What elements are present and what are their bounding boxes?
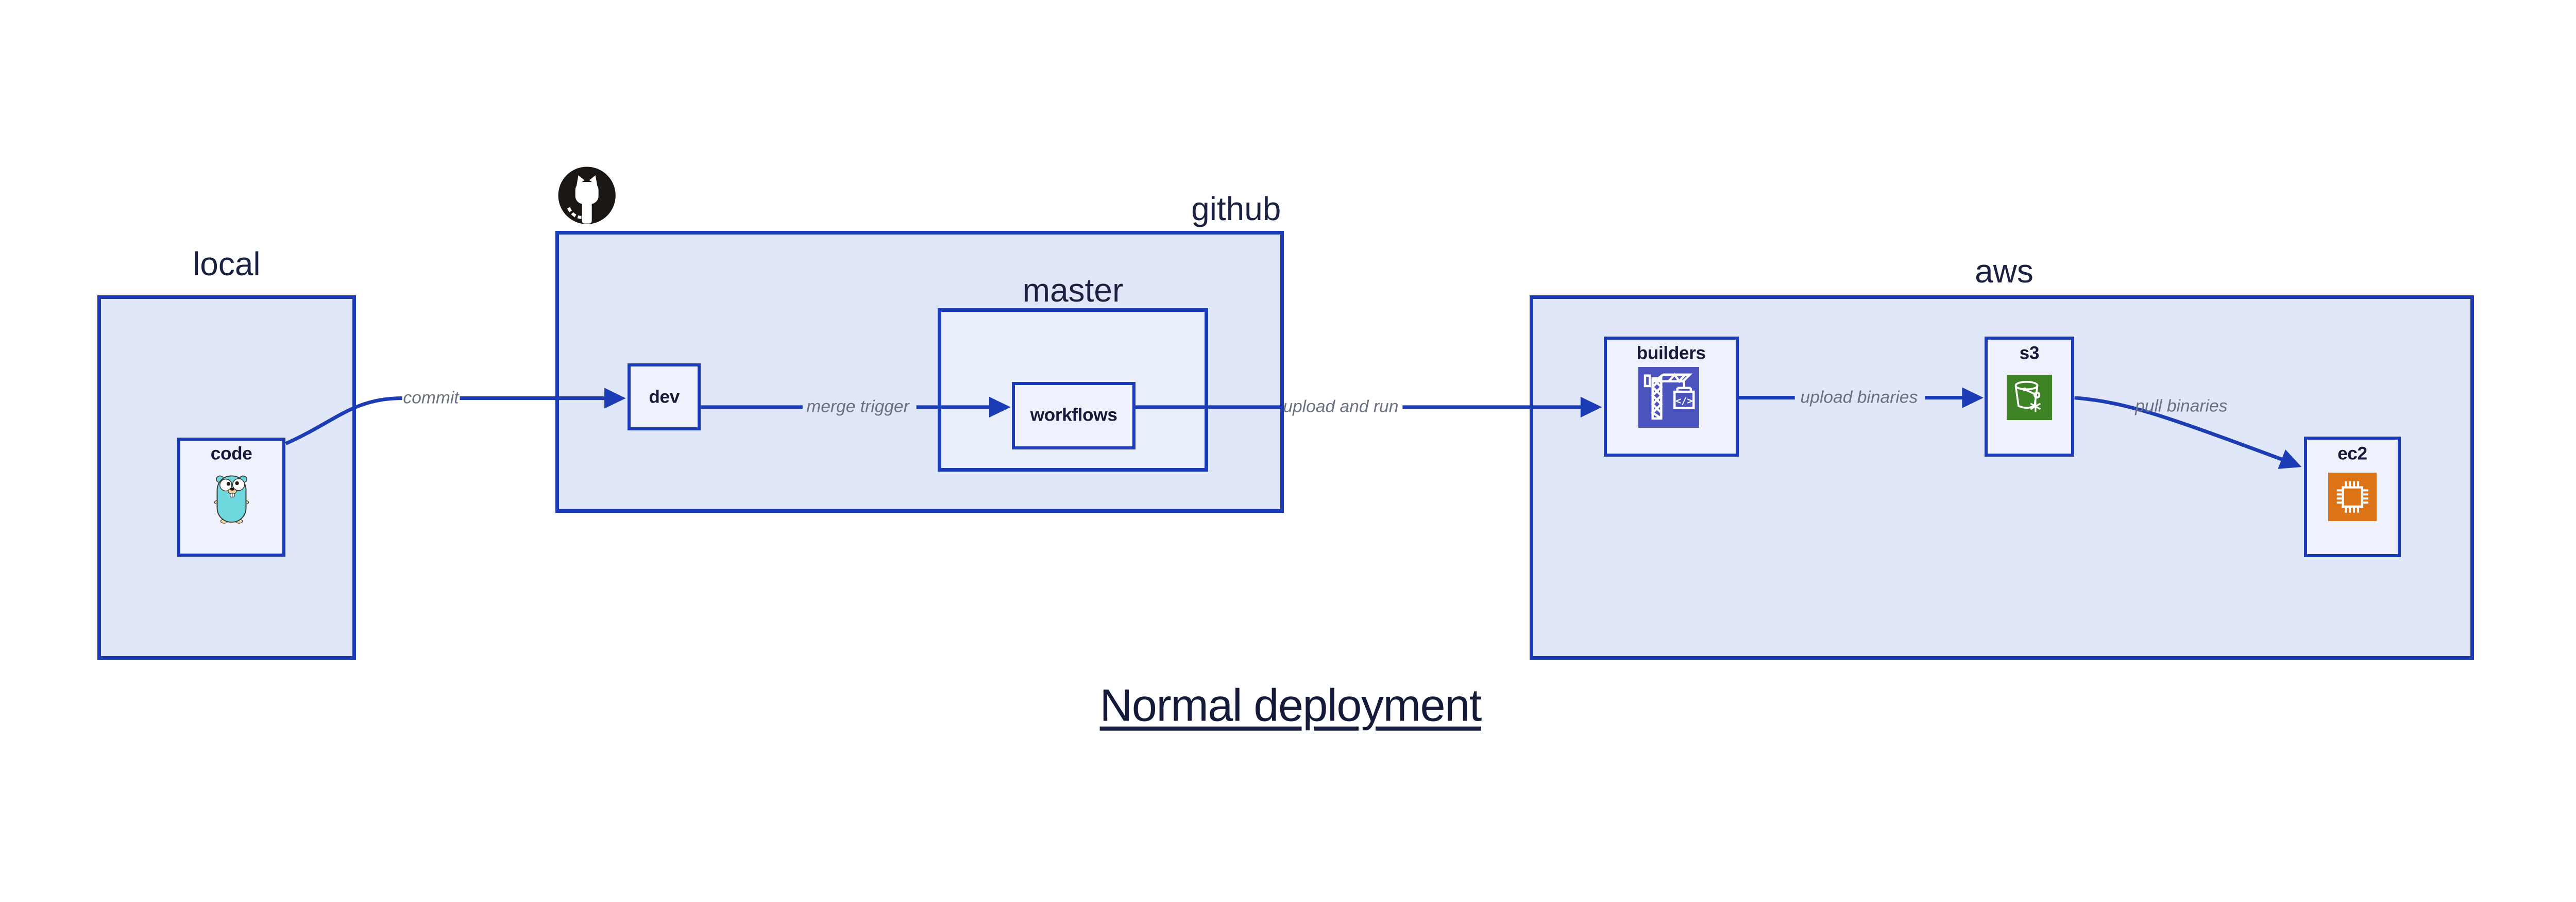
edge-label-upload-binaries: upload binaries [1800,388,1918,407]
arrowhead-into-workflows [989,396,1011,417]
arrowhead-into-builders [1580,396,1602,417]
group-github-label: github [1191,190,1281,227]
edge-pull-binaries-curve [2074,396,2287,463]
node-dev-label: dev [649,387,680,407]
diagram-title: Normal deployment [1099,679,1482,731]
node-workflows-label: workflows [1030,405,1117,425]
arrowhead-into-s3 [1962,387,1984,408]
group-master-label: master [1022,271,1124,309]
go-gopher-icon [213,473,250,524]
node-workflows [1012,381,1136,449]
node-ec2-label: ec2 [2337,443,2367,464]
node-builders [1603,336,1739,457]
edge-commit-curve [285,396,402,445]
node-dev [627,363,701,430]
edge-label-upload-and-run: upload and run [1283,397,1399,416]
node-builders-label: builders [1636,343,1706,363]
s3-glacier-bucket-icon [2006,375,2052,421]
node-code-label: code [210,443,252,464]
edge-label-commit: commit [403,388,459,408]
node-s3-label: s3 [2019,343,2040,363]
group-aws-label: aws [1975,253,2033,290]
edge-label-pull-binaries: pull binaries [2135,396,2228,416]
group-local-label: local [193,245,261,282]
ec2-chip-icon [2328,472,2377,521]
edge-label-merge-trigger: merge trigger [806,397,909,416]
svg-text:</>: </> [1675,396,1692,407]
github-octocat-icon [556,165,617,226]
codebuild-crane-icon: </> [1638,367,1700,428]
arrowhead-into-ec2 [2278,449,2302,469]
arrowhead-into-dev [604,388,626,409]
